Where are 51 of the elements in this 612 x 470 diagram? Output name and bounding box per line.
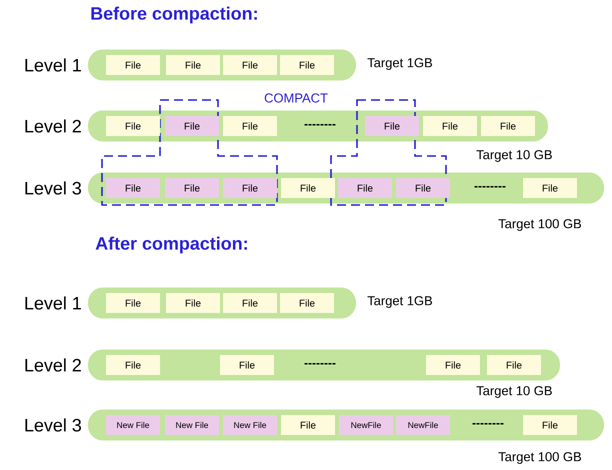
file-box: File: [223, 116, 277, 136]
ellipsis-dashes: --------: [304, 363, 336, 364]
file-box: File: [280, 55, 334, 75]
file-box: File: [106, 355, 160, 375]
file-box: File: [281, 415, 335, 435]
ellipsis-dashes: --------: [474, 186, 506, 188]
file-box: File: [165, 178, 219, 198]
level-label: Level 2: [25, 358, 81, 372]
file-box: File: [523, 178, 577, 198]
file-box: NewFile: [339, 415, 393, 435]
file-box: File: [166, 55, 220, 75]
level-label: Level 1: [25, 296, 81, 310]
target-label: Target 100 GB: [498, 452, 582, 464]
target-label: Target 10 GB: [476, 386, 552, 398]
ellipsis-dashes: --------: [304, 124, 336, 126]
file-box: File: [481, 116, 535, 136]
ellipsis-dashes: --------: [472, 423, 504, 424]
file-box: File: [487, 355, 541, 375]
file-box: File: [365, 116, 419, 136]
target-label: Target 100 GB: [498, 219, 582, 231]
file-box: File: [523, 415, 577, 435]
level-label: Level 3: [25, 181, 81, 195]
file-box: NewFile: [396, 415, 450, 435]
file-box: New File: [165, 415, 219, 435]
file-box: File: [281, 178, 335, 198]
file-box: File: [280, 293, 334, 313]
file-box: File: [106, 116, 160, 136]
file-box: File: [423, 116, 477, 136]
target-label: Target 1GB: [368, 58, 432, 70]
file-box: File: [338, 178, 392, 198]
file-box: New File: [223, 415, 277, 435]
target-label: Target 10 GB: [476, 150, 552, 162]
level-label: Level 2: [25, 119, 81, 133]
section-heading: Before compaction:: [91, 6, 257, 24]
file-box: File: [223, 55, 277, 75]
file-box: File: [106, 293, 160, 313]
file-box: File: [165, 116, 219, 136]
compact-label: COMPACT: [264, 93, 328, 103]
section-heading: After compaction:: [96, 236, 247, 254]
file-box: File: [223, 293, 277, 313]
level-label: Level 3: [25, 418, 81, 432]
file-box: File: [166, 293, 220, 313]
file-box: File: [426, 355, 480, 375]
file-box: File: [223, 178, 277, 198]
file-box: File: [106, 178, 160, 198]
file-box: New File: [106, 415, 160, 435]
file-box: File: [396, 178, 450, 198]
level-label: Level 1: [25, 58, 81, 72]
file-box: File: [106, 55, 160, 75]
target-label: Target 1GB: [368, 296, 432, 308]
file-box: File: [220, 355, 274, 375]
